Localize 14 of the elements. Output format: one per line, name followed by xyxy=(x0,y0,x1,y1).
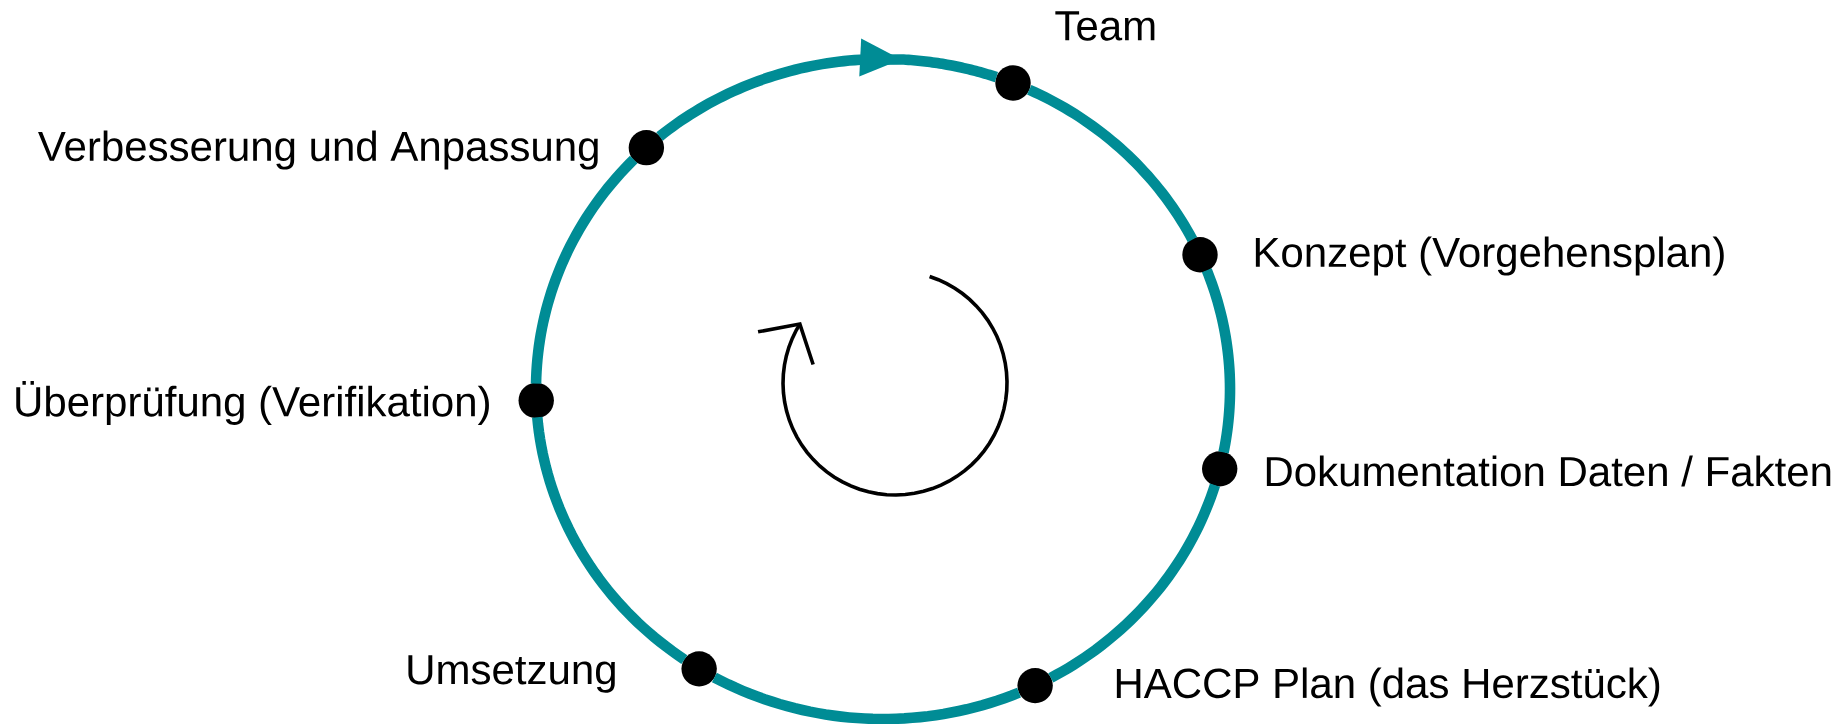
step-label: Konzept (Vorgehensplan) xyxy=(1255,236,1724,276)
ring-segment xyxy=(1201,268,1236,454)
step-label: Verbesserung und Anpassung xyxy=(38,130,598,170)
step-label: Dokumentation Daten / Fakten xyxy=(1266,455,1831,487)
step-label: Überprüfung (Verifikation) xyxy=(16,381,489,425)
arrow xyxy=(656,38,1000,141)
ring-segment xyxy=(530,155,638,384)
ring-segment xyxy=(1027,84,1198,243)
step-label: Umsetzung xyxy=(408,655,615,693)
ring-segment xyxy=(711,672,1021,724)
ring-segment xyxy=(1048,483,1220,683)
step-label: HACCP Plan (das Herzstück) xyxy=(1116,667,1660,707)
step-label: Team xyxy=(1055,11,1155,41)
ring-segment xyxy=(532,416,688,664)
